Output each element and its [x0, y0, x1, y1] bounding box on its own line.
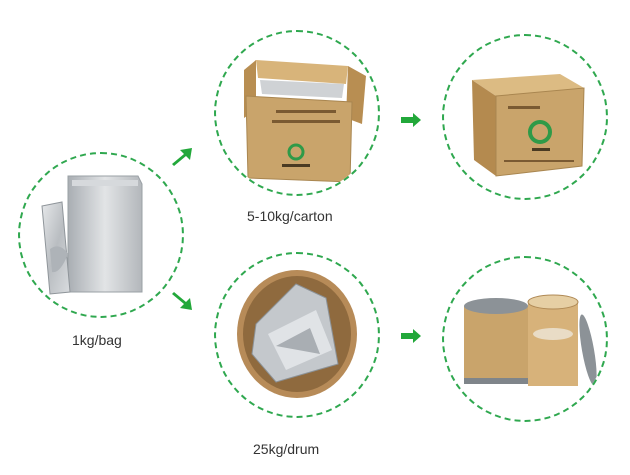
- green-arrow-icon: [170, 290, 194, 312]
- green-arrow-icon: [399, 111, 423, 129]
- closed-carton-image: [472, 74, 585, 177]
- foil-bag-image: [41, 175, 143, 295]
- bag-circle: [18, 152, 184, 318]
- open-carton-image: [244, 60, 366, 183]
- drum-caption: 25kg/drum: [253, 441, 320, 457]
- fiber-drums-image: [464, 294, 597, 386]
- drum-open-circle: [214, 252, 380, 418]
- carton-open-circle: [214, 30, 380, 196]
- carton-closed-circle: [442, 34, 608, 200]
- logo-icon: [528, 120, 552, 144]
- green-arrow-icon: [170, 146, 194, 168]
- green-arrow-icon: [399, 327, 423, 345]
- drum-with-bags-image: [237, 270, 357, 398]
- drum-closed-circle: [442, 256, 608, 422]
- bag-caption: 1kg/bag: [72, 332, 122, 348]
- carton-caption: 5-10kg/carton: [247, 208, 333, 224]
- logo-icon: [287, 143, 305, 161]
